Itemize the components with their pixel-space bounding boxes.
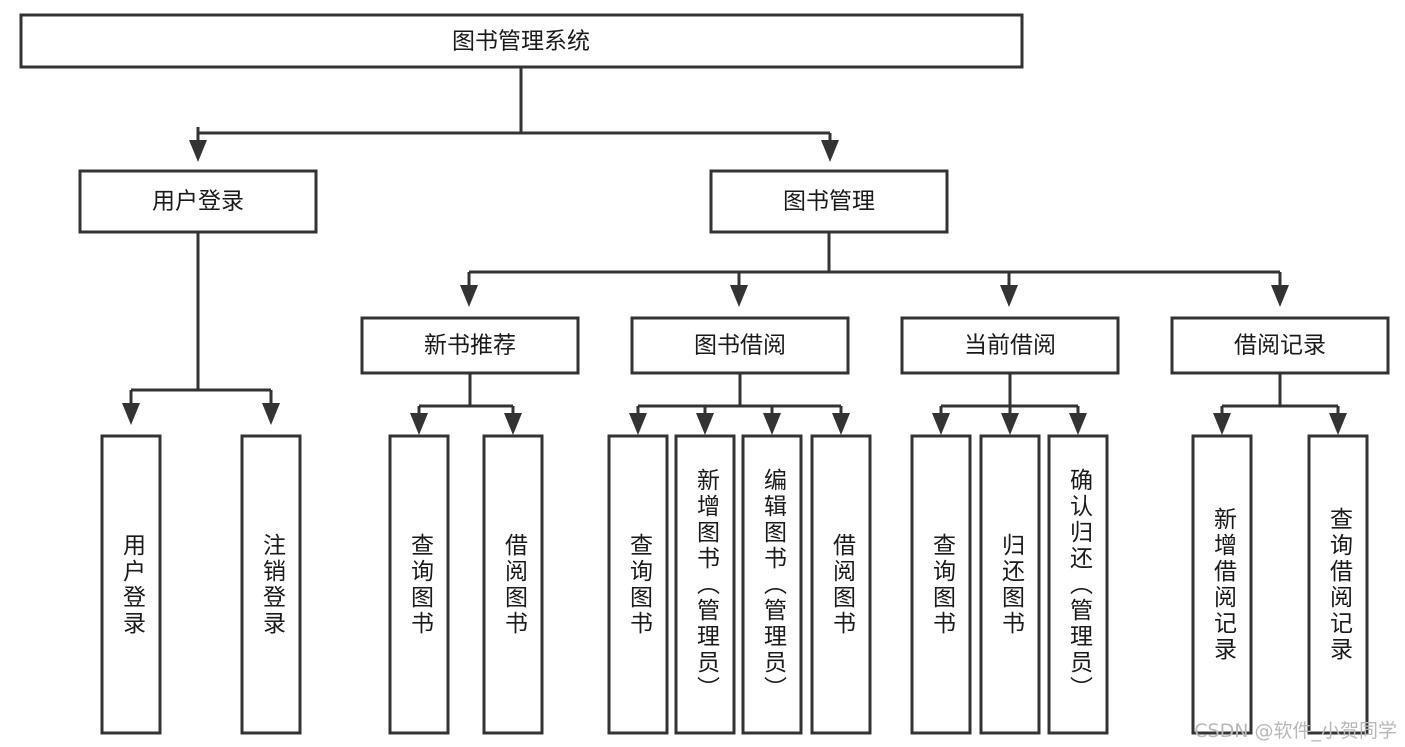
node-root: 图书管理系统 <box>19 13 1024 69</box>
leaf-box-query-book-2 <box>607 434 669 735</box>
leaf-box-query-record <box>1307 434 1369 735</box>
leaf-box-query-book-3 <box>910 434 972 735</box>
leaf-box-add-book <box>674 434 736 735</box>
arrow-to-leaf-user-login <box>122 403 140 425</box>
arrow-to-leaf-query-book-3 <box>932 413 950 435</box>
arrow-to-leaf-query-record <box>1329 413 1347 435</box>
arrow-to-leaf-query-book-2 <box>629 413 647 435</box>
arrow-to-book-borrow <box>730 285 748 307</box>
leaf-box-confirm-return <box>1047 434 1109 735</box>
node-new-book-rec: 新书推荐 <box>360 316 580 375</box>
node-book-manage: 图书管理 <box>709 169 949 234</box>
node-borrow-record-label: 借阅记录 <box>1234 333 1326 359</box>
arrow-to-leaf-confirm-return <box>1069 413 1087 435</box>
node-new-book-rec-label: 新书推荐 <box>424 333 516 359</box>
arrow-to-book-manage <box>821 140 839 162</box>
arrow-to-leaf-add-book <box>696 413 714 435</box>
arrow-to-leaf-return-book <box>1001 413 1019 435</box>
arrow-to-current-borrow <box>1000 285 1018 307</box>
node-root-label: 图书管理系统 <box>452 29 590 55</box>
leaf-box-user-login <box>100 434 162 735</box>
node-current-borrow: 当前借阅 <box>900 316 1120 375</box>
arrow-to-leaf-add-record <box>1213 413 1231 435</box>
leaf-box-borrow-book-1 <box>482 434 544 735</box>
node-root-box <box>19 13 1024 69</box>
node-book-borrow-label: 图书借阅 <box>694 333 786 359</box>
leaf-box-return-book <box>979 434 1041 735</box>
node-book-manage-box <box>709 169 949 234</box>
leaf-box-edit-book <box>741 434 803 735</box>
leaf-box-user-logout <box>240 434 302 735</box>
node-borrow-record: 借阅记录 <box>1170 316 1390 375</box>
arrow-to-leaf-query-book-1 <box>410 413 428 435</box>
node-current-borrow-label: 当前借阅 <box>964 333 1056 359</box>
node-book-manage-label: 图书管理 <box>783 189 875 215</box>
arrow-to-leaf-edit-book <box>763 413 781 435</box>
arrow-to-new-book-rec <box>460 285 478 307</box>
arrow-to-leaf-user-logout <box>262 403 280 425</box>
node-user-login: 用户登录 <box>78 169 318 234</box>
leaf-box-query-book-1 <box>388 434 450 735</box>
node-book-borrow: 图书借阅 <box>630 316 850 375</box>
arrow-to-borrow-record <box>1271 285 1289 307</box>
node-new-book-rec-box <box>360 316 580 375</box>
leaf-box-add-record <box>1191 434 1253 735</box>
arrow-to-leaf-borrow-book-2 <box>832 413 850 435</box>
arrow-to-user-login <box>189 140 207 162</box>
node-user-login-label: 用户登录 <box>152 189 244 215</box>
leaf-box-borrow-book-2 <box>810 434 872 735</box>
arrow-to-leaf-borrow-book-1 <box>504 413 522 435</box>
watermark-text: CSDN @软件_小贺同学 <box>1194 720 1397 742</box>
